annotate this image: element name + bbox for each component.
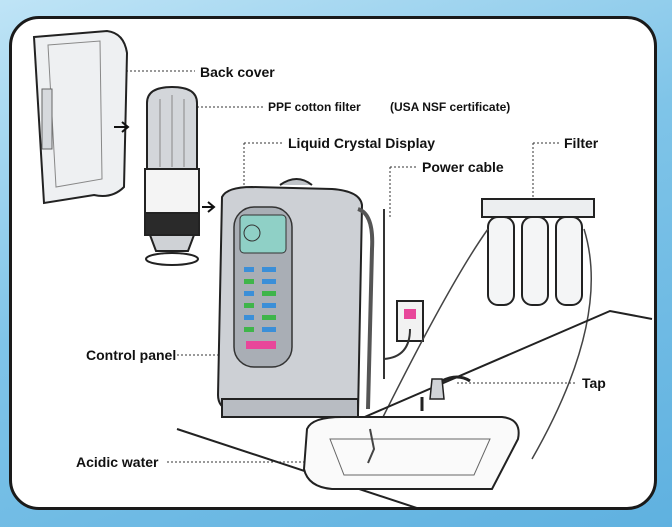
external-filter	[381, 198, 595, 460]
power-socket	[383, 209, 424, 379]
ppf-filter-part	[144, 85, 216, 266]
leader-lines	[122, 70, 577, 463]
label-power-cable: Power cable	[422, 159, 504, 175]
label-ppf-filter: PPF cotton filter	[268, 100, 361, 114]
label-lcd: Liquid Crystal Display	[288, 135, 436, 151]
label-filter: Filter	[564, 135, 599, 151]
label-certificate: (USA NSF certificate)	[390, 100, 511, 114]
diagram-panel: Back cover PPF cotton filter (USA NSF ce…	[9, 16, 657, 510]
label-control-panel: Control panel	[86, 347, 177, 363]
ionizer-device	[216, 178, 375, 418]
label-acidic-water: Acidic water	[76, 454, 159, 470]
diagram-illustration	[32, 29, 653, 507]
label-tap: Tap	[582, 375, 606, 391]
sink-and-counter	[176, 309, 653, 507]
control-buttons	[244, 267, 276, 349]
back-cover-part	[32, 29, 130, 205]
label-back-cover: Back cover	[200, 64, 275, 80]
